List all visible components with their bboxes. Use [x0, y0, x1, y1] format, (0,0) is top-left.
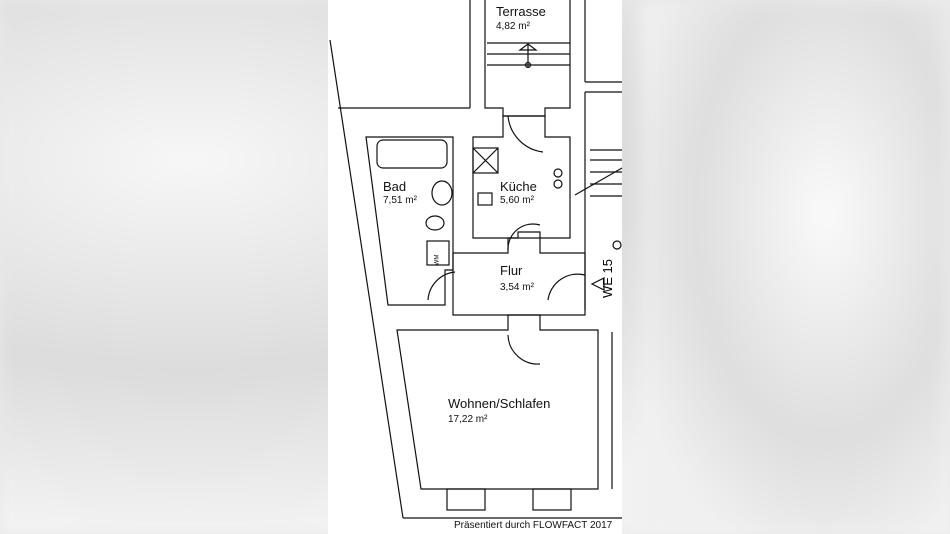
room-area-bad: 7,51 m² [383, 195, 417, 206]
room-area-wohnen: 17,22 m² [448, 414, 488, 425]
room-name-flur: Flur [500, 263, 523, 278]
blurred-background-right [640, 0, 950, 534]
credit-text: Präsentiert durch FLOWFACT 2017 [454, 520, 613, 531]
flur-room [427, 237, 586, 316]
floor-plan [328, 0, 622, 534]
room-name-wohnen: Wohnen/Schlafen [448, 396, 551, 411]
room-area-terrasse: 4,82 m² [496, 21, 530, 32]
bad-room [365, 136, 454, 306]
outer-walls [329, 0, 622, 519]
room-area-kueche: 5,60 m² [500, 195, 534, 206]
room-name-kueche: Küche [500, 179, 537, 194]
stairwell [574, 149, 623, 291]
wohnen-room [396, 314, 613, 511]
room-area-flur: 3,54 m² [500, 282, 534, 293]
room-name-bad: Bad [383, 179, 407, 194]
room-name-terrasse: Terrasse [496, 4, 546, 19]
unit-label: WE 15 [600, 258, 615, 298]
washer-label: WM [434, 254, 441, 266]
